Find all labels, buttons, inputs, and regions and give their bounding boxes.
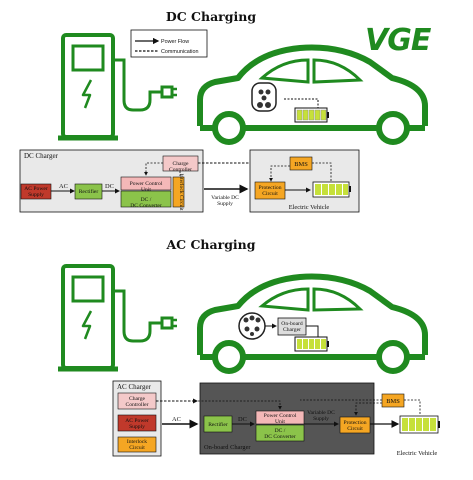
svg-text:VGE: VGE xyxy=(365,23,432,58)
dc-dc-label: DC xyxy=(105,183,114,190)
legend: Power Flow Communication xyxy=(130,29,208,58)
ac-onboard-charger-label: On-board Charger xyxy=(204,444,251,451)
dc-charging-port-icon xyxy=(251,82,277,112)
ac-ac-label: AC xyxy=(172,416,181,423)
dc-ac-label: AC xyxy=(59,183,68,190)
dc-bms: BMS xyxy=(294,161,308,168)
vge-logo: VGE xyxy=(365,23,433,58)
ac-dc-dc-converter: DC /DC Converter xyxy=(264,428,296,440)
dc-charger-label: DC Charger xyxy=(24,152,59,160)
dc-interlock-circuit: Interlock Circuit xyxy=(178,173,184,211)
ac-charging-title: AC Charging xyxy=(165,237,255,252)
ac-dc-label: DC xyxy=(238,416,247,423)
dc-car-battery-icon xyxy=(284,98,329,123)
legend-power-flow: Power Flow xyxy=(161,39,189,45)
ac-electric-vehicle: Electric Vehicle xyxy=(397,450,438,457)
ac-charger-label: AC Charger xyxy=(117,383,152,391)
ac-charging-port-icon xyxy=(238,312,266,340)
ac-car-battery-icon xyxy=(294,325,329,352)
ac-bms: BMS xyxy=(386,398,400,405)
ac-car-icon xyxy=(197,273,428,374)
ac-rectifier: Rectifier xyxy=(208,421,228,428)
ac-ev-battery-icon xyxy=(399,415,440,434)
dc-dc-dc-converter: DC /DC Converter xyxy=(130,197,162,209)
legend-communication: Communication xyxy=(161,49,198,55)
dc-charging-station-icon xyxy=(58,33,177,141)
ac-charging-station-icon xyxy=(58,264,177,372)
dc-rectifier: Rectifier xyxy=(79,188,99,195)
dc-car-icon xyxy=(197,44,428,145)
dc-electric-vehicle: Electric Vehicle xyxy=(289,204,330,211)
dc-charging-title: DC Charging xyxy=(166,9,256,24)
